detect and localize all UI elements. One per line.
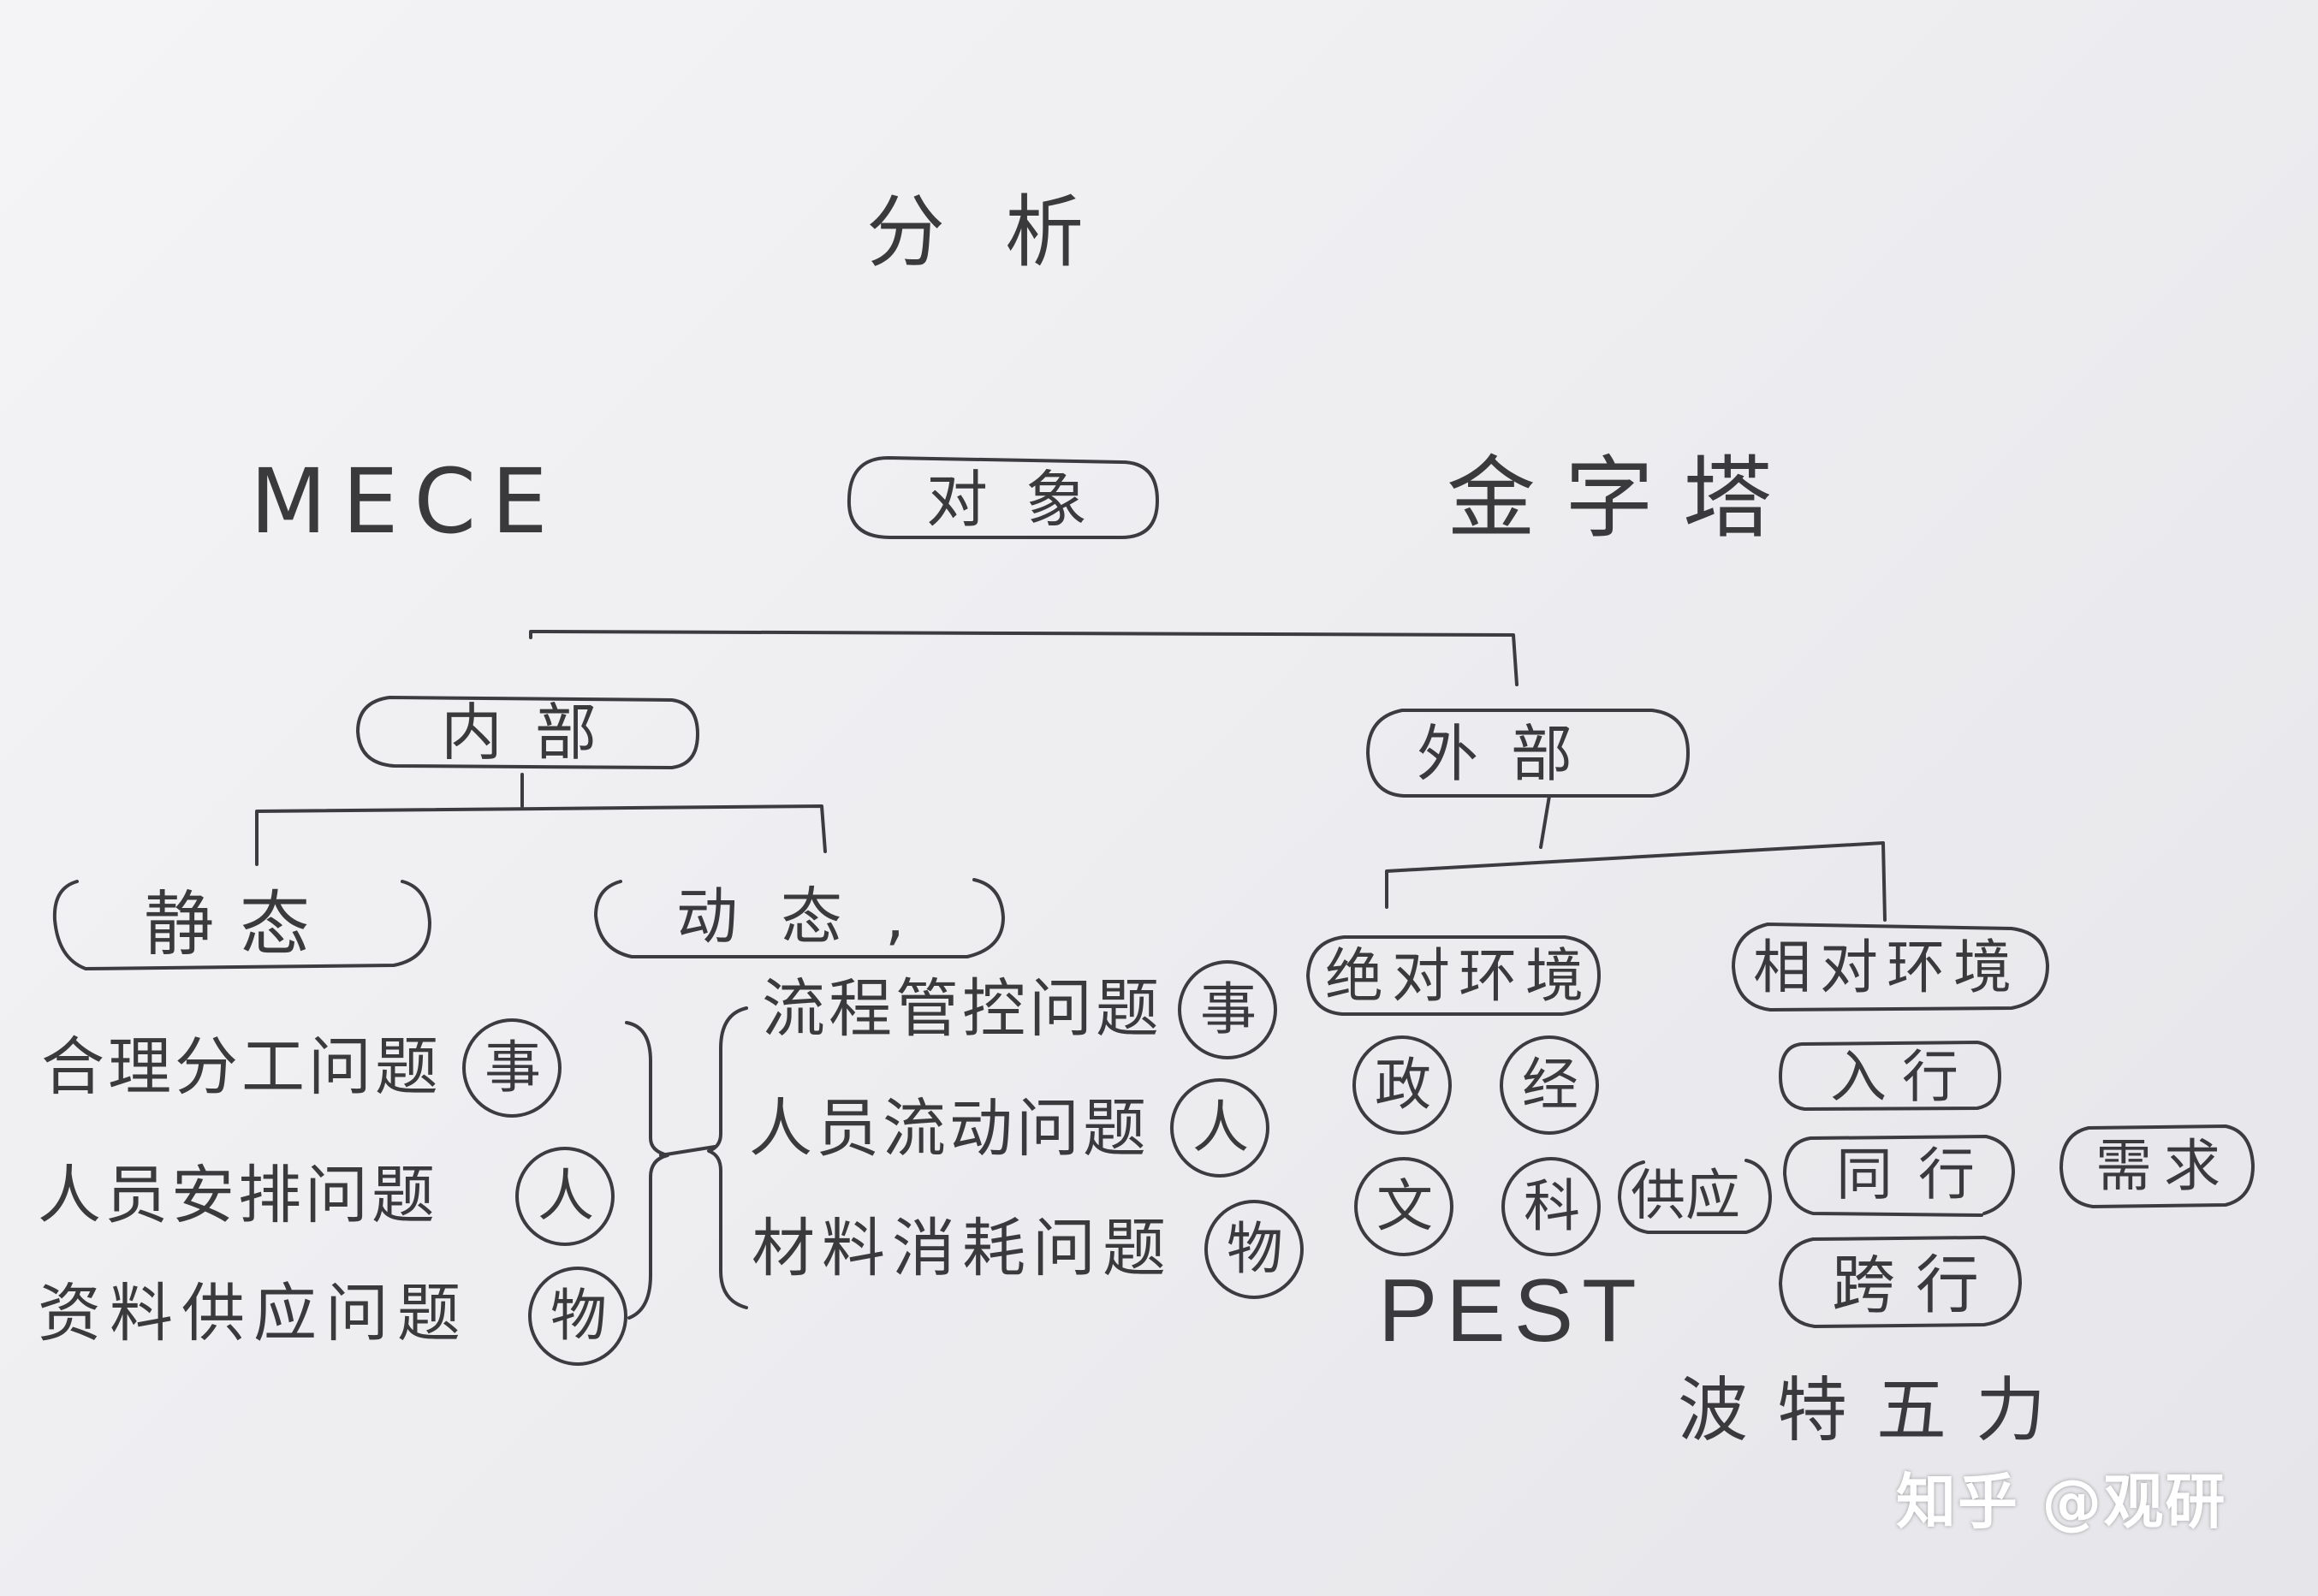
left-brace xyxy=(625,1021,669,1320)
tag-circle xyxy=(462,1018,562,1118)
demand-capsule xyxy=(2059,1124,2255,1208)
static-node-label: 静态 xyxy=(144,884,336,965)
static-item-1-tag: 事 xyxy=(484,1035,546,1101)
root-connector xyxy=(529,630,1519,686)
factor-political: 政 xyxy=(1375,1052,1436,1118)
porter-label: 波特五力 xyxy=(1678,1370,2076,1451)
static-item-3-tag: 物 xyxy=(550,1283,612,1349)
tag-circle xyxy=(1178,960,1277,1059)
supply-capsule xyxy=(1618,1159,1772,1234)
dynamic-node-label: 动态, xyxy=(676,881,948,952)
watermark: 知乎 @观研 xyxy=(1896,1467,2227,1537)
relative-capsule xyxy=(1732,923,2049,1012)
relative-node-label: 相对环境 xyxy=(1753,934,2021,1002)
factor-circle xyxy=(1354,1157,1453,1256)
dynamic-item-2-tag: 人 xyxy=(1192,1095,1254,1160)
root-node-label: 对象 xyxy=(926,464,1126,536)
factor-circle xyxy=(1500,1035,1599,1135)
entrant-capsule xyxy=(1779,1041,2001,1111)
static-item-3: 资料供应问题 xyxy=(38,1277,469,1350)
tag-circle xyxy=(1170,1078,1269,1178)
force-substitutes: 跨行 xyxy=(1832,1249,2000,1322)
external-capsule xyxy=(1366,709,1690,798)
tag-circle xyxy=(515,1147,615,1246)
dynamic-item-1-tag: 事 xyxy=(1200,976,1262,1042)
brace-link xyxy=(659,1145,716,1157)
dynamic-item-2: 人员流动问题 xyxy=(749,1092,1150,1166)
absolute-node-label: 绝对环境 xyxy=(1325,943,1593,1011)
dynamic-item-3-tag: 物 xyxy=(1227,1216,1288,1282)
static-item-2-tag: 人 xyxy=(538,1163,599,1229)
tag-circle xyxy=(1204,1200,1304,1299)
internal-node-label: 内部 xyxy=(441,697,630,768)
root-capsule xyxy=(847,456,1159,539)
force-supply: 供应 xyxy=(1631,1165,1740,1228)
factor-social: 文 xyxy=(1376,1173,1438,1239)
force-demand: 需求 xyxy=(2095,1133,2232,1199)
absolute-capsule xyxy=(1306,935,1601,1016)
external-stem xyxy=(1539,794,1551,849)
rival-capsule xyxy=(1783,1135,2015,1217)
dynamic-capsule xyxy=(594,878,1005,958)
mece-label: MECE xyxy=(250,449,563,554)
substitute-capsule xyxy=(1779,1236,2022,1328)
static-capsule xyxy=(52,880,431,970)
static-item-1: 合理分工问题 xyxy=(41,1030,442,1104)
pest-label: PEST xyxy=(1378,1261,1645,1361)
force-rivals: 同行 xyxy=(1836,1142,2000,1207)
static-item-2: 人员安排问题 xyxy=(38,1159,438,1232)
external-node-label: 外部 xyxy=(1417,718,1606,790)
force-new-entrants: 入行 xyxy=(1830,1044,1974,1110)
factor-circle xyxy=(1352,1035,1452,1135)
pyramid-label: 金字塔 xyxy=(1447,446,1802,550)
dynamic-item-1: 流程管控问题 xyxy=(762,972,1162,1046)
dynamic-item-3: 材料消耗问题 xyxy=(752,1212,1173,1285)
tag-circle xyxy=(528,1267,627,1366)
factor-technology: 科 xyxy=(1524,1173,1585,1239)
right-brace xyxy=(707,1006,748,1309)
factor-circle xyxy=(1501,1157,1601,1256)
factor-economic: 经 xyxy=(1522,1052,1584,1118)
internal-capsule xyxy=(356,696,699,769)
page-title: 分析 xyxy=(866,187,1144,278)
internal-connector xyxy=(255,804,827,866)
external-connector xyxy=(1385,841,1887,922)
